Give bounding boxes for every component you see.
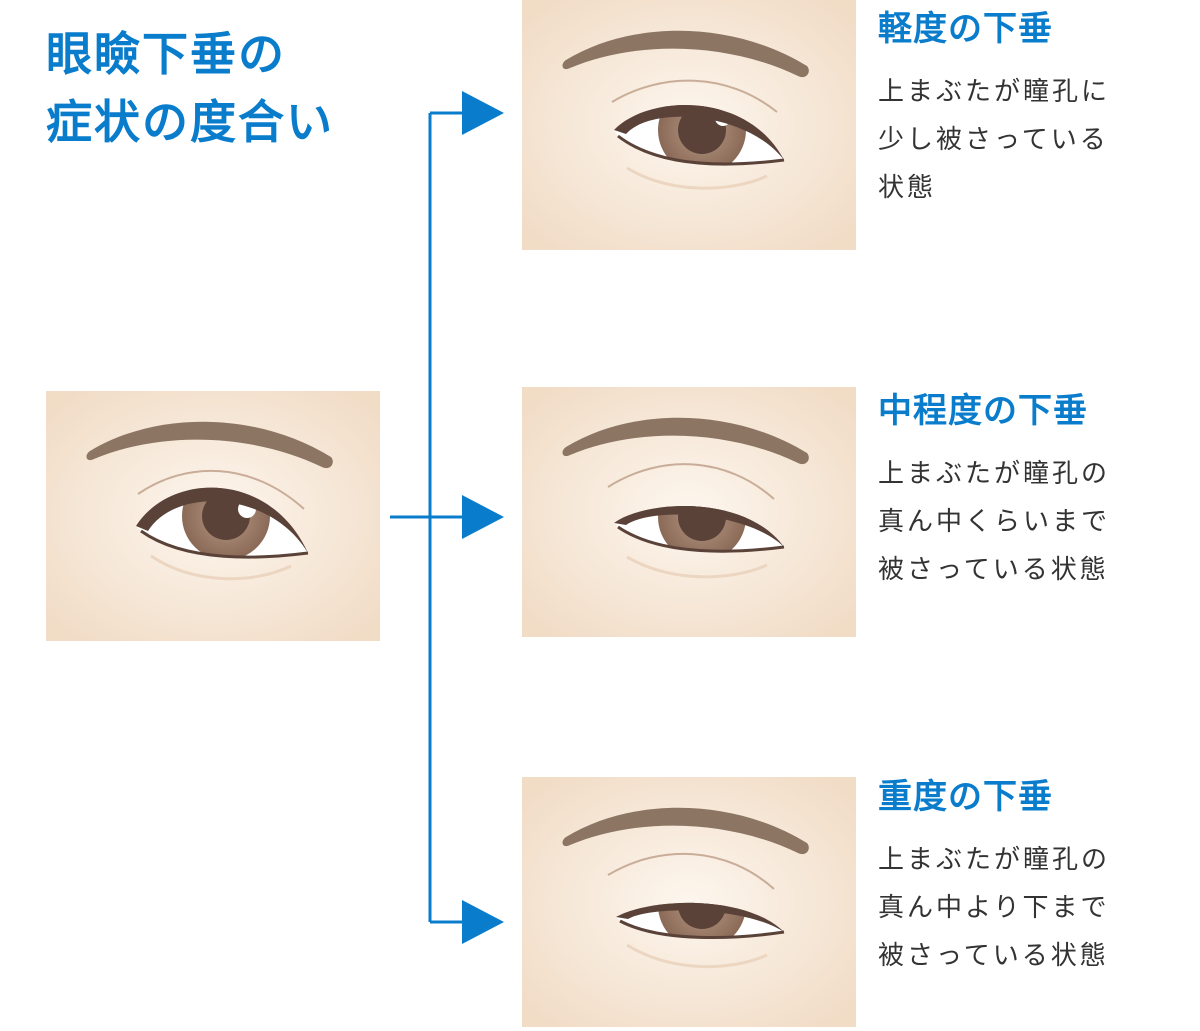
description-line: 被さっている状態 [878,555,1109,585]
eye-illustration-moderate [522,387,856,637]
description-line: 上まぶたが瞳孔の [878,459,1111,489]
description-line: 被さっている状態 [878,941,1109,971]
description-line: 少し被さっている [878,125,1109,155]
arrow-to-severe [462,900,504,944]
level-moderate: 中程度の下垂 上まぶたが瞳孔の 真ん中くらいまで 被さっている状態 [878,386,1110,594]
level-heading: 中程度の下垂 [878,391,1088,431]
level-severe: 重度の下垂 上まぶたが瞳孔の 真ん中より下まで 被さっている状態 [878,772,1110,980]
description-line: 上まぶたが瞳孔の [878,845,1111,875]
level-description: 上まぶたが瞳孔の 真ん中くらいまで 被さっている状態 [878,450,1110,594]
level-description: 上まぶたが瞳孔の 真ん中より下まで 被さっている状態 [878,836,1110,980]
description-line: 真ん中より下まで [878,893,1110,923]
description-line: 真ん中くらいまで [878,507,1111,537]
arrow-to-moderate [462,495,504,539]
eye-illustration-mild [522,0,856,250]
level-description: 上まぶたが瞳孔に 少し被さっている 状態 [878,68,1110,212]
connector-lines [390,111,468,924]
level-heading: 重度の下垂 [878,777,1053,817]
level-heading: 軽度の下垂 [878,9,1053,49]
title-line-2: 症状の度合い [46,95,334,149]
description-line: 上まぶたが瞳孔に [878,77,1111,107]
arrow-to-mild [462,91,504,135]
title-line-1: 眼瞼下垂の [46,27,286,81]
level-mild: 軽度の下垂 上まぶたが瞳孔に 少し被さっている 状態 [878,4,1110,212]
page-title: 眼瞼下垂の 症状の度合い [46,20,334,156]
eye-illustration-severe [522,777,856,1027]
description-line: 状態 [878,173,937,203]
eye-illustration-normal [46,391,380,641]
